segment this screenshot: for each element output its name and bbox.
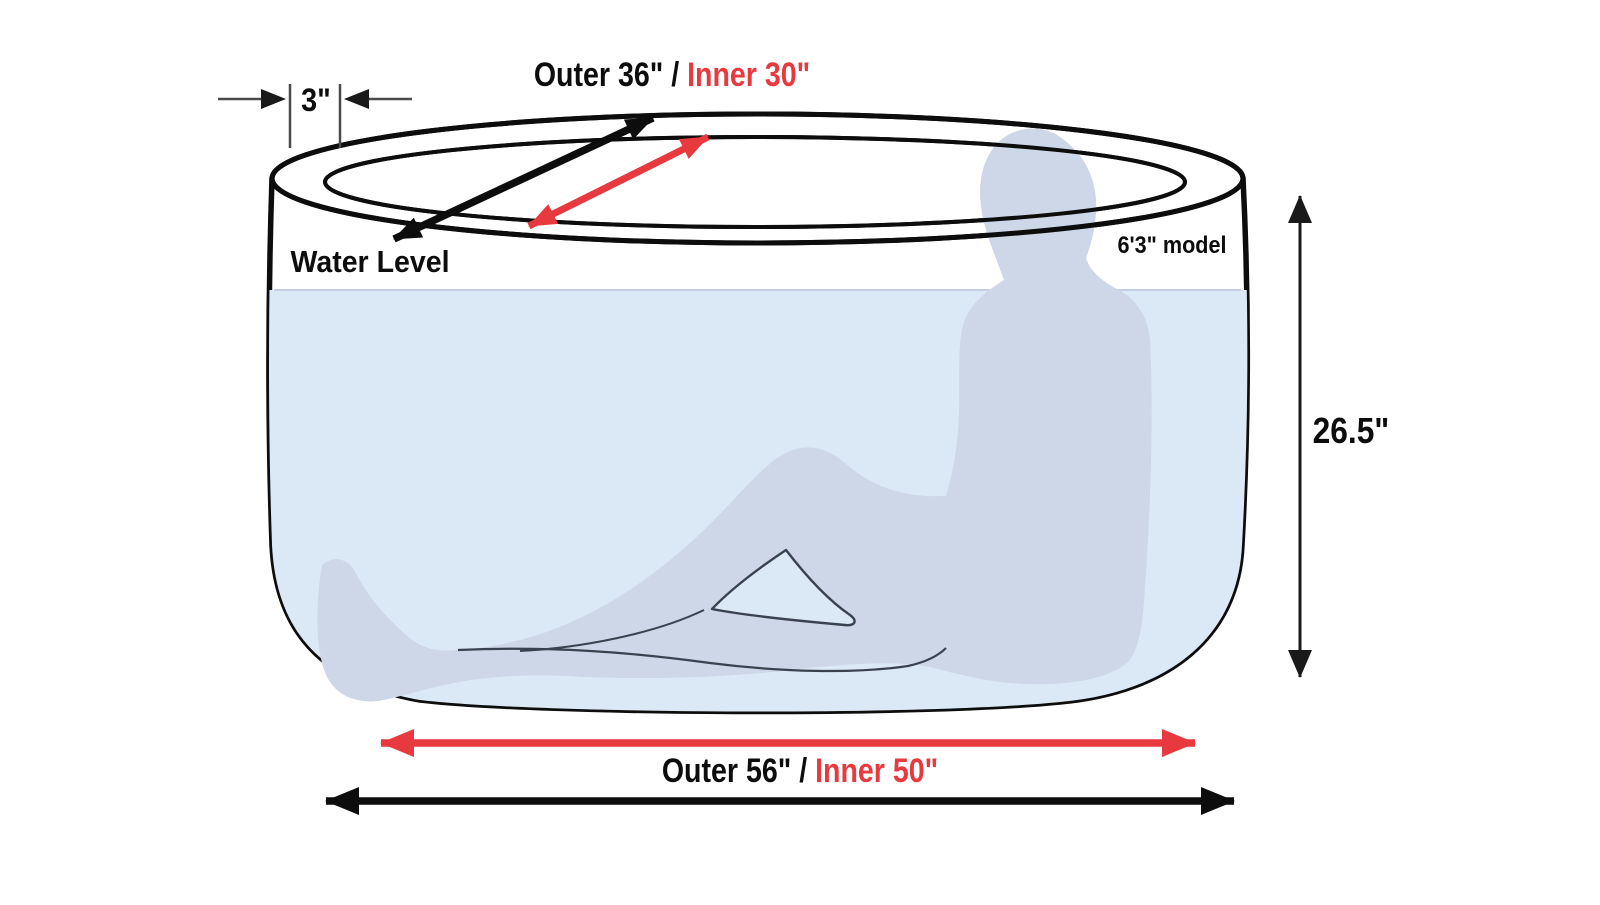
wall-thickness-label: 3" <box>301 82 331 118</box>
model-height-label: 6'3" model <box>1117 232 1227 259</box>
leg-divider-line <box>457 647 947 673</box>
tub-height-label: 26.5" <box>1312 410 1390 451</box>
water-level-label: Water Level <box>290 244 450 279</box>
tub-rim-outer-overlay <box>269 111 1246 246</box>
tub-rim-inner-overlay <box>323 135 1187 229</box>
top-dimension-label: Outer 36" / Inner 30" <box>462 56 882 95</box>
inner-width-arrow <box>527 133 710 230</box>
bottom-dimension-outer: Outer 56" / <box>661 752 816 790</box>
bottom-dimension-label: Outer 56" / Inner 50" <box>632 752 968 791</box>
bather <box>316 127 1153 703</box>
shin-back-line <box>519 609 705 652</box>
wall-thickness-arrowhead-left <box>261 89 286 109</box>
wall-thickness-callout <box>218 84 412 148</box>
bottom-dimension-inner: Inner 50" <box>815 752 939 790</box>
top-dimension-inner: Inner 30" <box>687 56 811 94</box>
top-dimension-outer: Outer 36" / <box>533 56 688 94</box>
knee-gap <box>710 548 856 627</box>
wall-thickness-arrowhead-right <box>344 89 369 109</box>
